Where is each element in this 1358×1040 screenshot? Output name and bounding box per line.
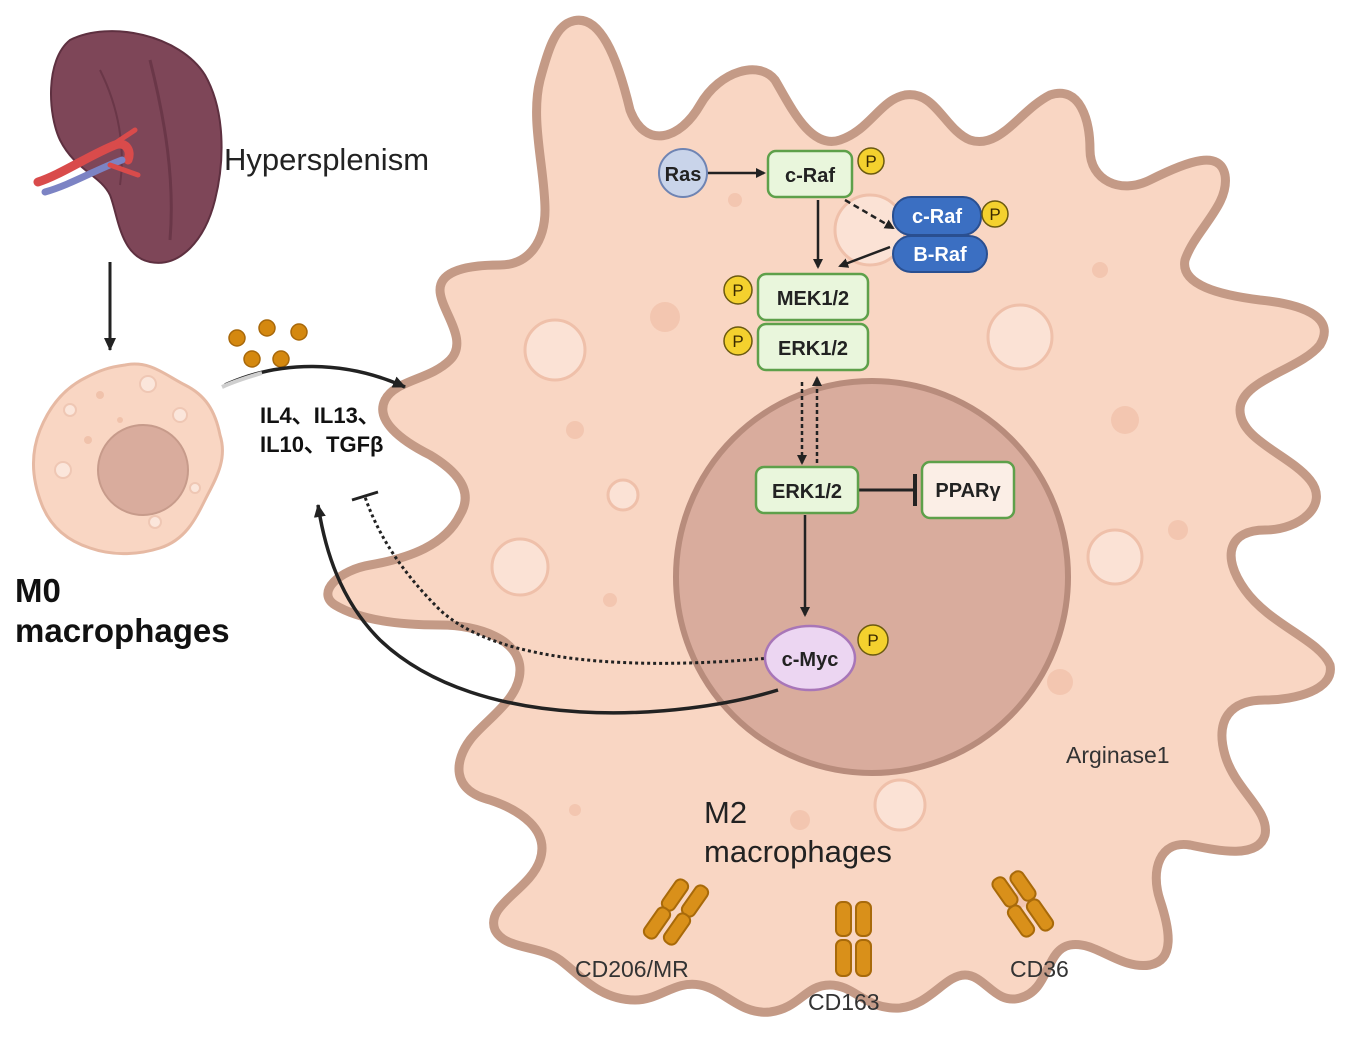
node-mek: MEK1/2 (756, 272, 870, 322)
node-ras: Ras (658, 148, 708, 198)
svg-text:Ras: Ras (665, 164, 702, 186)
svg-text:P: P (732, 281, 743, 300)
m0-macrophage-icon (31, 362, 224, 556)
cytokine-dots (228, 319, 308, 368)
svg-text:PPARγ: PPARγ (935, 480, 1001, 502)
cytokine-label-line2: IL10、TGFβ (260, 432, 383, 457)
m2-label-line1: M2 (704, 795, 747, 830)
svg-text:MEK1/2: MEK1/2 (777, 288, 849, 310)
m0-label-line2: macrophages (15, 612, 230, 649)
node-cmyc: c-Myc (763, 624, 857, 692)
receptor-cd36-icon (991, 870, 1055, 938)
svg-text:P: P (732, 332, 743, 351)
cd206-label: CD206/MR (575, 956, 689, 982)
svg-text:P: P (989, 205, 1000, 224)
svg-text:c-Myc: c-Myc (782, 649, 839, 671)
svg-text:c-Raf: c-Raf (912, 206, 962, 228)
cd163-label: CD163 (808, 989, 880, 1015)
spleen-icon (33, 30, 223, 264)
node-erk-nucleus: ERK1/2 (754, 465, 860, 515)
arginase-label: Arginase1 (1066, 742, 1170, 768)
svg-text:P: P (867, 631, 878, 650)
svg-text:ERK1/2: ERK1/2 (778, 338, 848, 360)
svg-text:c-Raf: c-Raf (785, 165, 835, 187)
node-craf: c-Raf (766, 149, 854, 199)
phospho-mek: P (723, 275, 753, 305)
svg-text:P: P (865, 152, 876, 171)
hypersplenism-label: Hypersplenism (224, 142, 429, 177)
phospho-cmyc: P (857, 624, 889, 656)
svg-text:B-Raf: B-Raf (913, 244, 967, 266)
cell-vesicles (490, 193, 1188, 908)
phospho-craf: P (857, 147, 885, 175)
node-erk-cytoplasm: ERK1/2 (756, 322, 870, 372)
m0-label-line1: M0 (15, 572, 61, 609)
cd36-label: CD36 (1010, 956, 1069, 982)
node-braf: B-Raf (892, 235, 988, 273)
inhibit-cmyc-to-cytokines (363, 496, 771, 665)
phospho-craf-dimer: P (981, 200, 1009, 228)
node-craf-dimer: c-Raf (892, 196, 982, 236)
node-ppar: PPARγ (920, 460, 1016, 520)
m2-nucleus (673, 378, 1071, 776)
m2-label-line2: macrophages (704, 834, 892, 869)
phospho-erk: P (723, 326, 753, 356)
receptor-cd163-icon (835, 901, 872, 977)
cytokine-label-line1: IL4、IL13、 (260, 403, 380, 428)
arrow-braf-to-mek (838, 245, 891, 268)
svg-text:ERK1/2: ERK1/2 (772, 481, 842, 503)
receptor-cd206-icon (642, 878, 710, 946)
arrow-cmyc-to-cytokines (313, 504, 779, 715)
